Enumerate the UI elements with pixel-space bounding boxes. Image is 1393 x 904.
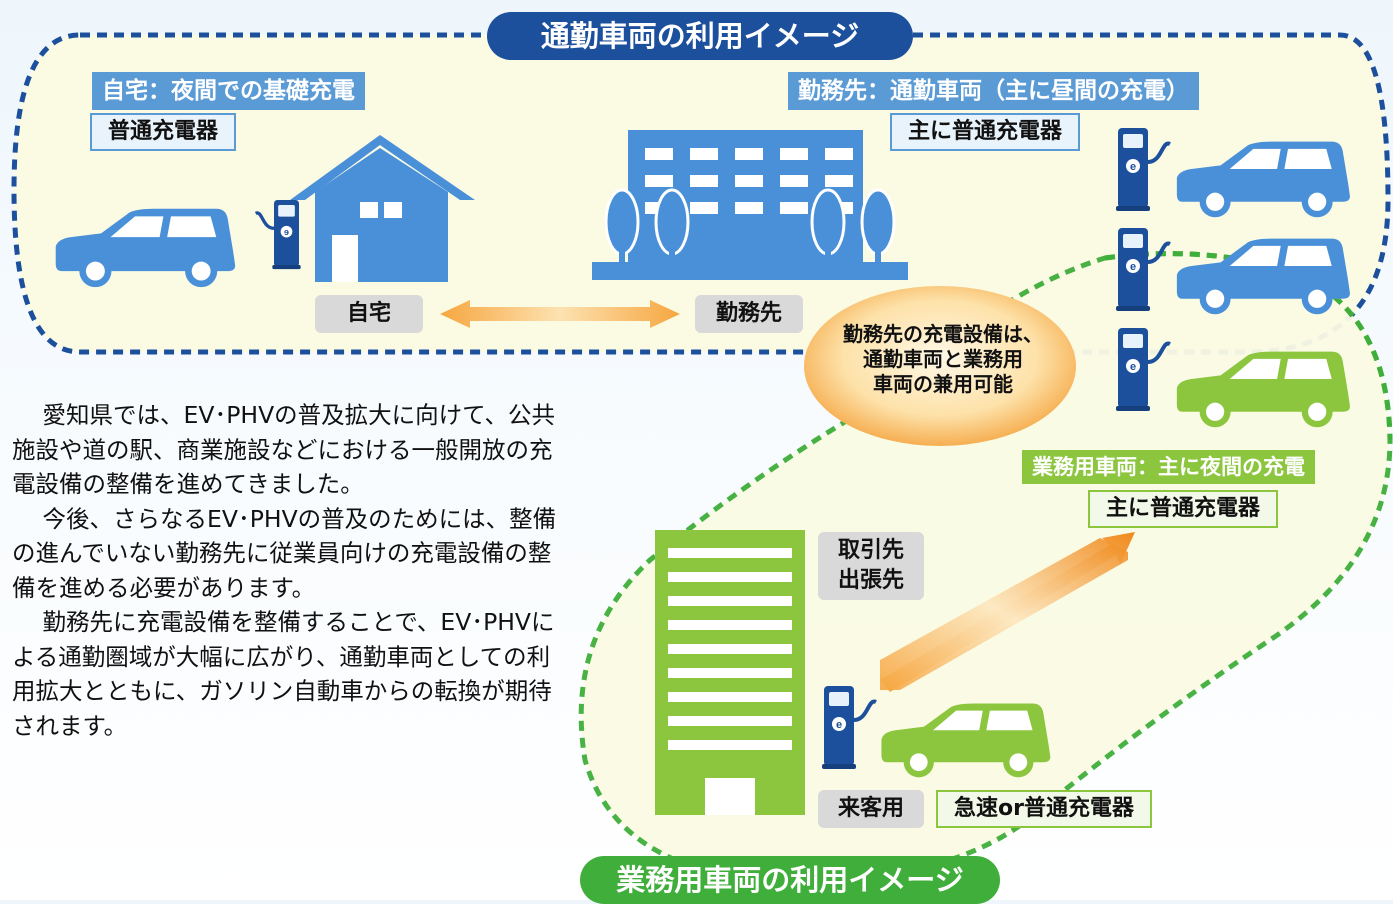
commute-title: 通勤車両の利用イメージ xyxy=(487,12,913,60)
home-label: 自宅 xyxy=(315,295,423,333)
client-building-icon xyxy=(655,530,805,815)
description-paragraph-3: 勤務先に充電設備を整備することで、EV･PHVによる通勤圏域が大幅に広がり、通勤… xyxy=(12,608,555,740)
shared-use-text: 勤務先の充電設備は、 通勤車両と業務用 車両の兼用可能 xyxy=(812,322,1074,397)
description-paragraph-2: 今後、さらなるEV･PHVの普及のためには、整備の進んでいない勤務先に従業員向け… xyxy=(12,504,557,602)
shared-use-bubble xyxy=(804,286,1076,446)
bubble-line-3: 車両の兼用可能 xyxy=(873,372,1013,396)
client-label-line1: 取引先 xyxy=(837,538,904,563)
office-building-icon xyxy=(592,130,908,280)
home-charger-label: 普通充電器 xyxy=(90,113,237,151)
client-label-line2: 出張先 xyxy=(837,568,904,593)
business-header: 業務用車両：主に夜間の充電 xyxy=(1022,450,1315,484)
client-label: 取引先 出張先 xyxy=(818,532,924,600)
visitor-label: 来客用 xyxy=(818,790,924,828)
double-arrow-icon xyxy=(440,300,680,328)
business-charger-label: 主に普通充電器 xyxy=(1088,490,1279,528)
description-paragraph-1: 愛知県では、EV･PHVの普及拡大に向けて、公共施設や道の駅、商業施設などにおけ… xyxy=(12,401,555,498)
bubble-line-2: 通勤車両と業務用 xyxy=(863,347,1023,371)
description-text: 愛知県では、EV･PHVの普及拡大に向けて、公共施設や道の駅、商業施設などにおけ… xyxy=(12,398,557,743)
client-charger-label: 急速or普通充電器 xyxy=(936,790,1152,828)
bubble-line-1: 勤務先の充電設備は、 xyxy=(843,322,1043,346)
house-icon xyxy=(290,135,475,282)
work-label: 勤務先 xyxy=(695,295,803,333)
work-charger-label: 主に普通充電器 xyxy=(890,113,1081,151)
work-header: 勤務先：通勤車両（主に昼間の充電） xyxy=(788,72,1199,110)
home-header: 自宅：夜間での基礎充電 xyxy=(92,72,365,110)
business-title: 業務用車両の利用イメージ xyxy=(580,856,1000,904)
